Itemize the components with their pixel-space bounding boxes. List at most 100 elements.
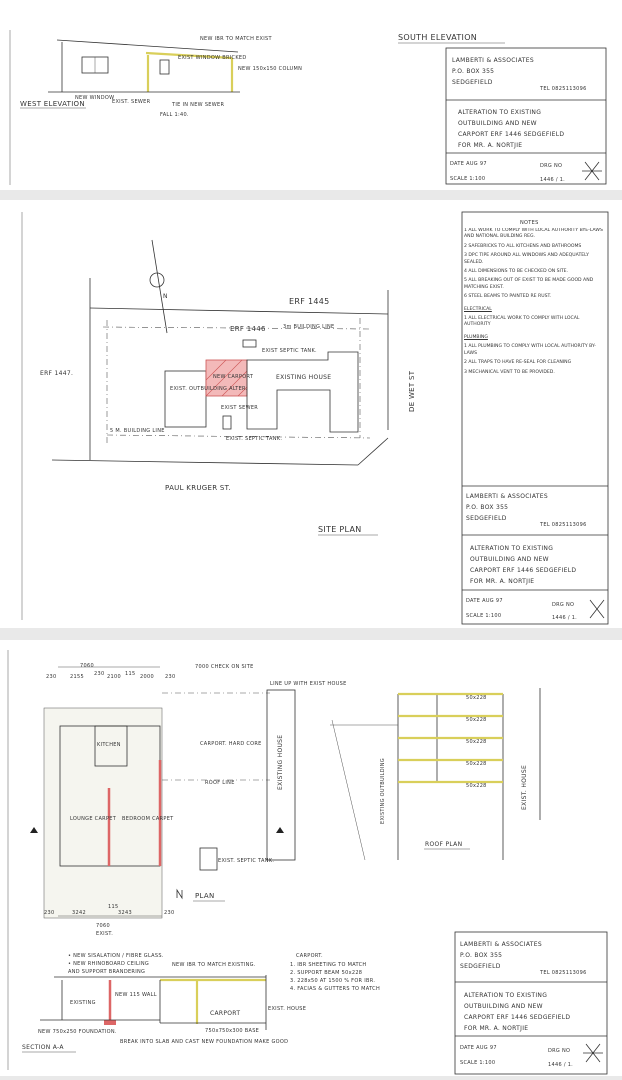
drawing-label: EXIST. SEPTIC TANK. — [218, 858, 274, 864]
drawing-label: TEL 0825113096 — [539, 86, 587, 92]
roof-plan: 50x228 50x228 50x228 50x228 50x228 EXIST… — [330, 688, 541, 861]
south-elevation-title: SOUTH ELEVATION — [398, 33, 477, 42]
drawing-label: 3243 — [118, 910, 132, 916]
drawing-label: 1. IBR SHEETING TO MATCH — [290, 962, 366, 968]
drawing-label: DRG NO — [540, 163, 562, 169]
drawing-label: 7000 CHECK ON SITE — [195, 664, 254, 670]
drawing-label: 2. SUPPORT BEAM 50x228 — [290, 970, 362, 976]
drawing-label: TEL 0825113096 — [539, 522, 587, 528]
note-item: 4 ALL DIMENSIONS TO BE CHECKED ON SITE. — [464, 269, 569, 275]
north-marker-icon — [176, 888, 183, 900]
drawing-label: OUTBUILDING AND NEW — [458, 120, 537, 127]
title-block: LAMBERTI & ASSOCIATES P.O. BOX 355 SEDGE… — [445, 47, 607, 185]
drawing-label: CARPORT. HARD CORE — [200, 741, 262, 747]
drawing-label: 2100 — [107, 674, 121, 680]
drawing-label: 230 — [165, 674, 175, 680]
drawing-label: SCALE 1:100 — [466, 613, 501, 619]
drawing-label: EXISTING — [70, 1000, 96, 1006]
drawing-label: EXIST. SEWER — [112, 99, 151, 105]
drawing-label: SEDGEFIELD — [452, 79, 493, 86]
site-plan-title: SITE PLAN — [318, 525, 362, 534]
drawing-label: EXISTING HOUSE — [276, 374, 331, 381]
drawing-label: DRG NO — [548, 1048, 570, 1054]
drawing-label: OUTBUILDING AND NEW — [464, 1003, 543, 1010]
drawing-label: ERF 1447. — [40, 370, 73, 377]
west-elevation-title: WEST ELEVATION — [20, 100, 85, 108]
drawing-label: LAMBERTI & ASSOCIATES — [452, 57, 534, 64]
drawing-label: NEW IBR TO MATCH EXISTING. — [172, 962, 256, 968]
drawing-label: EXIST WINDOW BRICKED — [178, 55, 247, 61]
drawing-label: 2155 — [70, 674, 84, 680]
drawing-label: CARPORT ERF 1446 SEDGEFIELD — [458, 131, 564, 138]
note-item: 3 DPC TIPE AROUND ALL WINDOWS AND ADEQUA… — [464, 253, 589, 265]
drawing-label: FALL 1:40. — [160, 112, 189, 118]
drawing-label: SEDGEFIELD — [460, 963, 501, 970]
drawing-label: DATE AUG 97 — [460, 1045, 497, 1051]
drawing-label: KITCHEN — [97, 742, 121, 748]
drawing-label: DATE AUG 97 — [450, 161, 487, 167]
drawing-label: 115 — [108, 904, 118, 910]
drawing-label: EXIST. SEPTIC TANK. — [226, 436, 282, 442]
drawing-label: NEW CARPORT — [213, 374, 254, 380]
drawing-label: ROOF LINE — [205, 780, 235, 786]
drawing-label: TEL 0825113096 — [539, 970, 587, 976]
drawing-label: BREAK INTO SLAB AND CAST NEW FOUNDATION … — [120, 1039, 288, 1045]
floor-plan: 7060 230 2155 230 2100 115 2000 230 7000… — [30, 663, 346, 937]
drawing-label: NEW 150x150 COLUMN — [238, 66, 302, 72]
drawing-label: EXIST. OUTBUILDING ALTER. — [170, 386, 248, 392]
drawing-label: 50x228 — [466, 783, 487, 789]
note-item: 2 SAFEBRICKS TO ALL KITCHENS AND BATHROO… — [464, 243, 582, 249]
drawing-label: EXIST SEPTIC TANK. — [262, 348, 317, 354]
drawing-label: LAMBERTI & ASSOCIATES — [460, 941, 542, 948]
drawing-label: P.O. BOX 355 — [460, 952, 502, 959]
note-item: 2 ALL TRAPS TO HAVE RE-SEAL FOR CLEANING — [464, 360, 572, 366]
drawing-label: 7060 — [80, 663, 94, 669]
drawing-label: • NEW SISALATION / FIBRE GLASS. — [68, 953, 164, 959]
note-item: 1 ALL WORK TO COMPLY WITH LOCAL AUTHORIT… — [464, 228, 603, 240]
note-item: 5 ALL BREAKING OUT OF EXIST TO BE MADE G… — [464, 278, 594, 290]
drawing-label: LOUNGE CARPET — [70, 816, 117, 822]
drawing-label: CARPORT ERF 1446 SEDGEFIELD — [470, 567, 576, 574]
drawing-label: EXIST. — [96, 931, 113, 937]
drawing-label: P.O. BOX 355 — [466, 504, 508, 511]
drawing-label: 230 — [94, 671, 104, 677]
drawing-label: NEW IBR TO MATCH EXIST — [200, 36, 272, 42]
drawing-label: NEW 750x250 FOUNDATION. — [38, 1029, 117, 1035]
drawing-label: P.O. BOX 355 — [452, 68, 494, 75]
section-a-a: • NEW SISALATION / FIBRE GLASS. • NEW RH… — [22, 953, 380, 1053]
drawing-label: ERF 1446 — [230, 325, 266, 333]
drawing-label: NEW WINDOW — [75, 95, 114, 101]
drawing-label: TIE IN NEW SEWER — [171, 102, 224, 108]
signature-mark-icon — [583, 1043, 603, 1063]
drawing-label: N — [163, 293, 168, 300]
plan-title: PLAN — [195, 892, 215, 900]
drawing-label: ERF 1445 — [289, 297, 330, 306]
drawing-label: SCALE 1:100 — [450, 176, 485, 182]
drawing-label: 1446 / 1. — [548, 1062, 573, 1068]
drawing-label: 750x750x300 BASE — [205, 1028, 259, 1034]
drawing-label: DE WET ST — [408, 370, 416, 412]
title-block-3: LAMBERTI & ASSOCIATES P.O. BOX 355 SEDGE… — [454, 931, 608, 1075]
drawing-label: DATE AUG 97 — [466, 598, 503, 604]
signature-mark-icon — [582, 161, 602, 181]
drawing-label: BEDROOM CARPET — [122, 816, 174, 822]
drawing-label: EXIST. HOUSE — [268, 1006, 306, 1012]
drawing-label: EXISTING OUTBUILDING — [380, 758, 386, 824]
drawing-label: EXIST SEWER — [221, 405, 258, 411]
sheet-elevations — [0, 0, 622, 190]
drawing-label: EXISTING HOUSE — [277, 735, 284, 790]
roof-plan-title: ROOF PLAN — [425, 841, 462, 848]
drawing-label: PAUL KRUGER ST. — [165, 484, 231, 492]
drawing-label: NOTES — [520, 220, 539, 226]
drawing-label: CARPORT. — [296, 953, 323, 959]
west-elevation: NEW IBR TO MATCH EXIST EXIST WINDOW BRIC… — [9, 30, 302, 185]
drawing-label: 50x228 — [466, 717, 487, 723]
drawing-label: 5 M. BUILDING LINE — [110, 428, 165, 434]
drawing-label: 1446 / 1. — [552, 615, 577, 621]
site-plan: N ERF 1445 ERF 1446 3m BUILDING LINE ERF… — [40, 239, 416, 536]
drawing-label: 230 — [46, 674, 56, 680]
drawing-label: 1446 / 1. — [540, 177, 565, 183]
drawing-label: 50x228 — [466, 761, 487, 767]
drawing-label: NEW 115 WALL — [115, 992, 157, 998]
drawing-label: CARPORT — [210, 1010, 240, 1017]
